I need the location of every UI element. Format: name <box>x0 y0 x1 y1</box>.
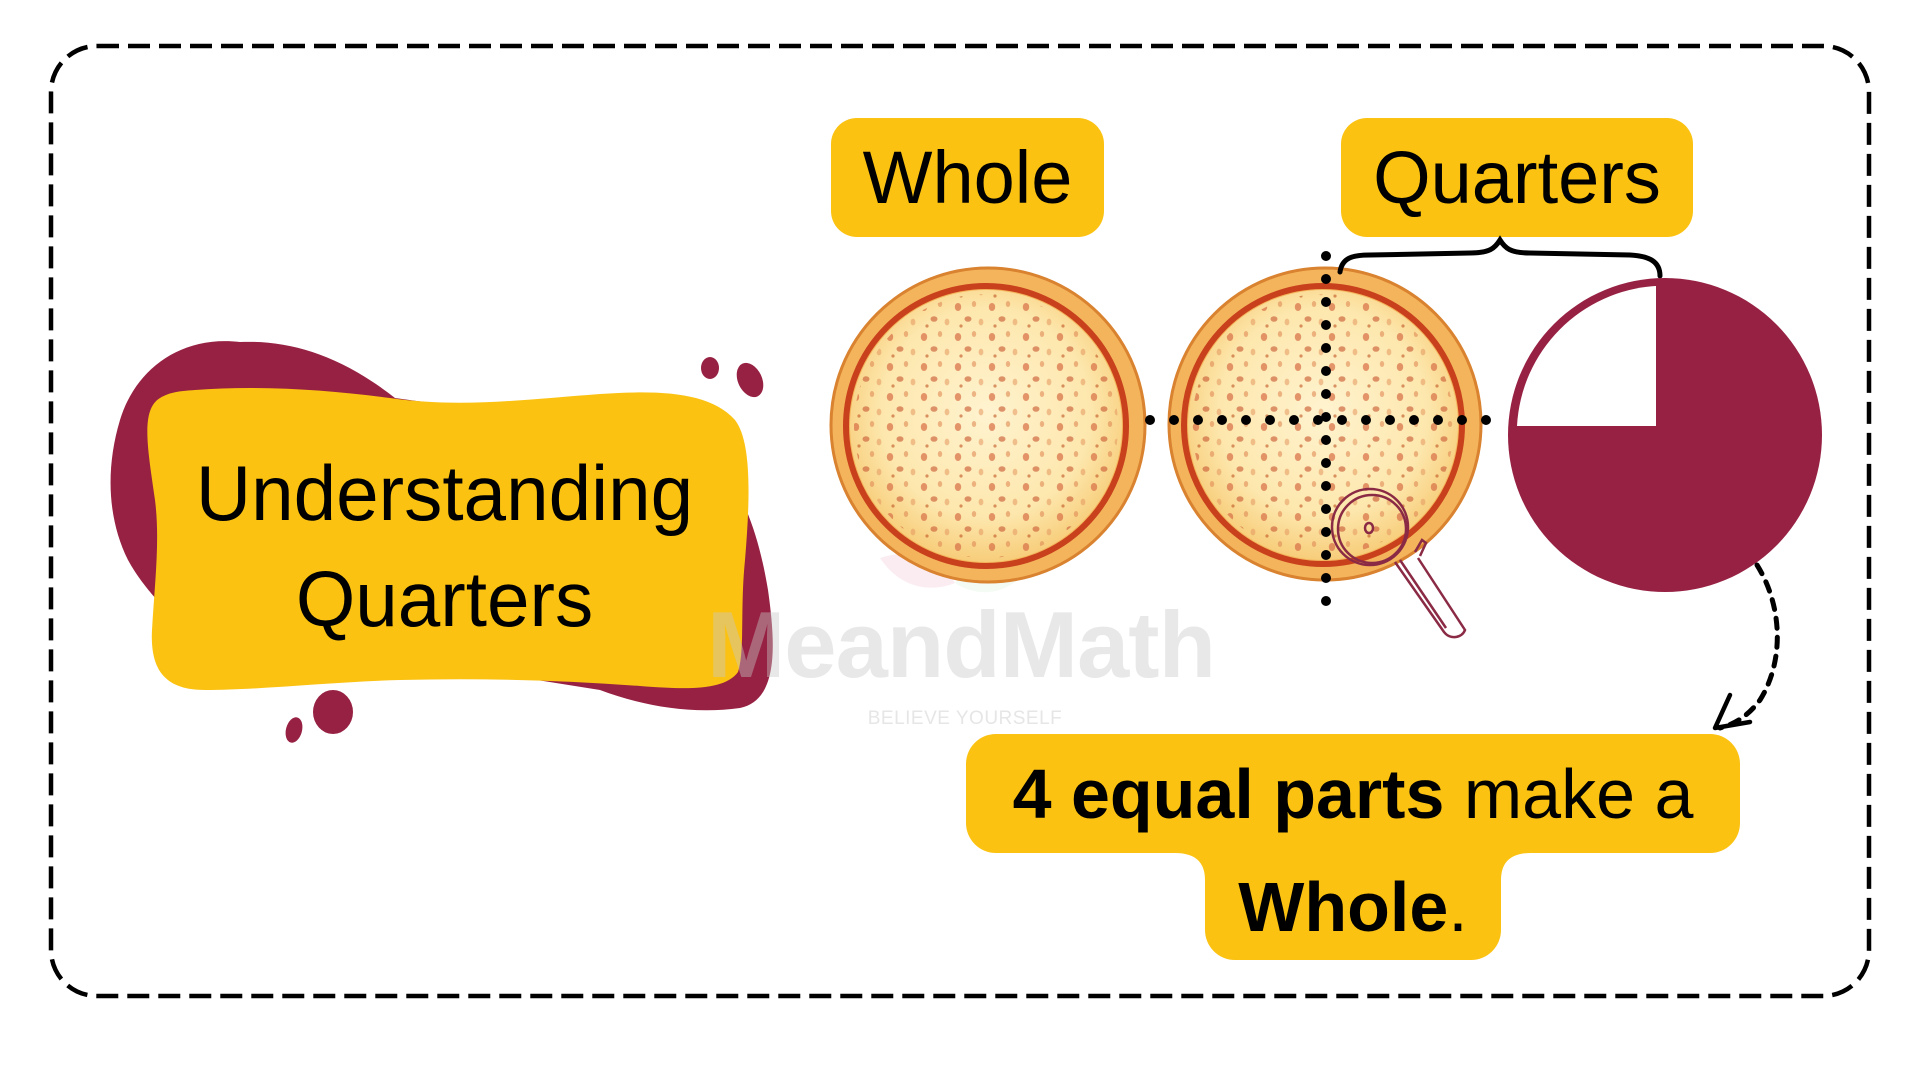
splat-dot <box>285 717 303 743</box>
pizza-cutter-icon <box>1330 487 1467 639</box>
whole-label-text: Whole <box>862 135 1073 219</box>
splat-dot <box>313 690 353 734</box>
watermark-brand: MeandMath <box>707 592 1216 697</box>
curly-brace <box>1337 235 1663 279</box>
whole-pizza <box>829 266 1147 584</box>
statement-normal: make a <box>1444 754 1694 833</box>
curved-arrow-icon <box>1712 562 1780 731</box>
page-title: Understanding Quarters <box>148 440 741 652</box>
statement-bold: 4 equal parts <box>1012 754 1445 833</box>
splat-dot <box>736 362 764 398</box>
splat-dot <box>701 357 719 379</box>
whole-label: Whole <box>831 118 1104 237</box>
statement-background <box>966 734 1740 960</box>
statement-period: . <box>1448 867 1468 946</box>
statement-line-2: Whole. <box>1205 853 1501 960</box>
statement-whole: Whole <box>1238 867 1449 946</box>
fraction-circle <box>1508 278 1822 592</box>
watermark-tagline: BELIEVE YOURSELF <box>867 708 1063 729</box>
yellow-blob <box>147 387 749 690</box>
quarters-label-text: Quarters <box>1373 135 1661 219</box>
title-blob-decoration <box>110 341 773 743</box>
title-line-2: Quarters <box>295 555 594 643</box>
statement-line-1: 4 equal parts make a <box>966 734 1740 853</box>
title-line-1: Understanding <box>195 449 694 537</box>
quarters-label: Quarters <box>1341 118 1693 237</box>
